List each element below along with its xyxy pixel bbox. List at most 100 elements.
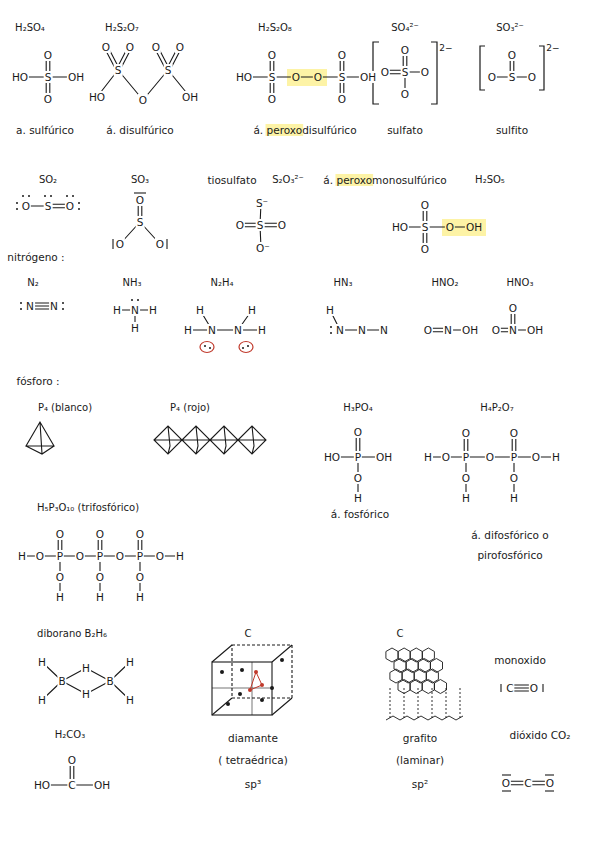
lone-pair-dots xyxy=(16,195,332,349)
atom-label: H xyxy=(175,550,185,562)
atom-label: S xyxy=(44,200,53,212)
caption-text: a. sulfúrico xyxy=(16,124,74,136)
atom-label: B xyxy=(57,675,66,687)
atom-label: OH xyxy=(67,71,85,83)
atom-label: O xyxy=(277,219,287,231)
atom-label: H xyxy=(257,324,267,336)
highlight xyxy=(287,69,327,86)
atom-label: O xyxy=(400,44,410,56)
atom-label: O xyxy=(491,324,501,336)
graphite-layer xyxy=(386,716,463,720)
atom-label: S xyxy=(256,219,265,231)
atom-label: H xyxy=(17,550,27,562)
atom-label: B xyxy=(105,675,114,687)
atom-label: O xyxy=(115,550,125,562)
atom-label: O xyxy=(155,238,165,250)
atom-label: O xyxy=(487,71,497,83)
atom-label: O xyxy=(151,41,161,53)
caption-text: dióxido CO₂ xyxy=(509,729,570,741)
atom-label: OH xyxy=(465,221,483,233)
bond-layer xyxy=(20,46,556,785)
formula-header: HN₃ xyxy=(333,277,352,289)
formula-header: SO₃²⁻ xyxy=(496,22,524,34)
atom-label: H xyxy=(135,591,145,603)
atom-label: O xyxy=(95,571,105,583)
atom-label: O xyxy=(55,528,65,540)
formula-header: H₄P₂O₇ xyxy=(480,402,513,414)
formula-header: N₂H₄ xyxy=(210,277,233,289)
bracket xyxy=(373,42,544,104)
atom-label: H xyxy=(55,591,65,603)
atom-label: O xyxy=(485,451,495,463)
interlayer-line xyxy=(432,688,433,720)
graphite-hexagon xyxy=(398,680,410,694)
atom-label: HO xyxy=(33,779,51,791)
caption-text: á. peroxomonosulfúrico xyxy=(323,174,446,186)
caption-text: sp² xyxy=(412,778,428,790)
graphite-hexagon xyxy=(410,648,422,662)
formula-header: H₅P₃O₁₀ (trifosfórico) xyxy=(37,502,139,514)
graphite-hexagon xyxy=(406,659,418,673)
caption-text: monoxido xyxy=(494,654,546,666)
atom-label: S xyxy=(421,221,430,233)
atom-label: OH xyxy=(526,324,544,336)
atom-label: N xyxy=(335,324,345,336)
atom-label: O xyxy=(313,71,323,83)
formula-header: SO₄²⁻ xyxy=(391,22,419,34)
atom-label: P xyxy=(510,451,518,463)
atom-label: P xyxy=(96,550,104,562)
atom-label: N xyxy=(207,324,217,336)
atom-label: S xyxy=(401,66,410,78)
atom-label: O xyxy=(507,49,517,61)
graphite-hexagon xyxy=(402,669,414,683)
graphite-hexagon xyxy=(434,680,446,694)
graphite-hexagon xyxy=(422,648,434,662)
graphite-hexagon xyxy=(394,659,406,673)
atom-label: O xyxy=(135,571,145,583)
atom-label: O xyxy=(337,93,347,105)
atom-label: P xyxy=(56,550,64,562)
lone-pair-orbital xyxy=(200,342,253,353)
atom-label: N xyxy=(379,324,389,336)
caption-text: nitrógeno : xyxy=(7,251,64,263)
formula-header: H₂S₂O₈ xyxy=(258,22,292,34)
atom-label: O xyxy=(75,550,85,562)
atom-label: O xyxy=(508,302,518,314)
atom-label: O xyxy=(135,194,145,206)
graphite-hexagon xyxy=(426,669,438,683)
atom-label: O xyxy=(115,238,125,250)
atom-label: H xyxy=(183,324,193,336)
atom-label: O xyxy=(55,571,65,583)
atom-label: O xyxy=(441,451,451,463)
red-phosphorus xyxy=(154,426,266,454)
formula-header: H₂SO₅ xyxy=(475,174,505,186)
atom-label: O⁻ xyxy=(255,242,271,254)
atom-label: O xyxy=(65,200,75,212)
formula-header: diborano B₂H₆ xyxy=(37,628,107,640)
atom-label: H xyxy=(461,492,471,504)
formula-header: H₃PO₄ xyxy=(343,402,372,414)
graphite-hexagon xyxy=(410,680,422,694)
caption-text: sp³ xyxy=(245,778,261,790)
formula-header: HNO₂ xyxy=(432,277,459,289)
atom-label: N xyxy=(130,304,140,316)
atom-label: H xyxy=(130,322,140,334)
graphite-hexagon xyxy=(386,648,398,662)
atom-label: OH xyxy=(181,91,199,103)
atom-label: O xyxy=(380,66,390,78)
atom-label: O xyxy=(35,550,45,562)
tetrahedral-center xyxy=(248,670,264,692)
atom-label: C xyxy=(523,777,532,789)
formula-header: H₂CO₃ xyxy=(55,729,85,741)
graphite-hexagon xyxy=(430,659,442,673)
atom-label: O xyxy=(527,71,537,83)
caption-text: diamante xyxy=(228,732,278,744)
atom-label: H xyxy=(148,304,158,316)
atom-label: S xyxy=(268,71,277,83)
atom-label: H xyxy=(551,451,561,463)
atom-label: O xyxy=(545,777,555,789)
atom-label: H xyxy=(125,694,135,706)
atom-label: P xyxy=(462,451,470,463)
atom-label: O xyxy=(125,41,135,53)
